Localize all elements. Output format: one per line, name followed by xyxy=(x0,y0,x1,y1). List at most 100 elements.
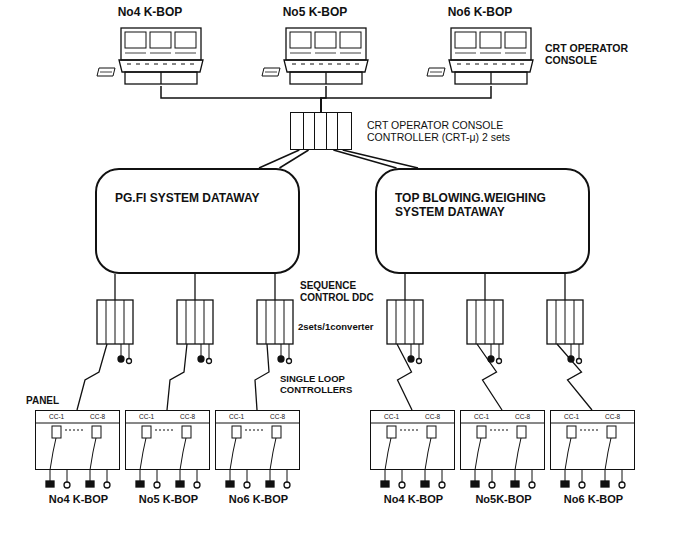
drawing-stroke xyxy=(455,53,476,54)
drawing-stroke xyxy=(281,344,282,356)
converter-name: No4 K-BOP xyxy=(26,493,131,506)
ddc-rack xyxy=(387,300,423,344)
drawing-stroke xyxy=(497,359,502,364)
drawing-stroke xyxy=(490,430,510,431)
controller-tag: CC-8 xyxy=(515,413,530,420)
drawing-stroke xyxy=(287,470,288,482)
drawing-stroke xyxy=(140,470,141,481)
single-loop-panel: No5K-BOP xyxy=(460,410,545,470)
controller-label: CRT OPERATOR CONSOLE CONTROLLER (CRT-μ) … xyxy=(367,119,542,143)
drawing-stroke xyxy=(484,64,488,65)
drawing-stroke xyxy=(266,300,267,344)
drawing-stroke xyxy=(150,32,171,48)
drawing-stroke xyxy=(163,64,167,65)
single-loop-controller xyxy=(567,426,576,438)
drawing-stroke xyxy=(286,28,366,60)
drawing-stroke xyxy=(160,72,161,84)
drawing-stroke xyxy=(230,438,236,470)
drawing-stroke xyxy=(270,438,276,470)
drawing-stroke xyxy=(266,481,274,487)
drawing-stroke xyxy=(104,482,110,488)
drawing-stroke xyxy=(485,300,486,344)
console-name: No6 K-BOP xyxy=(425,6,535,20)
controller-tag: CC-1 xyxy=(49,413,64,420)
dataway-drop xyxy=(274,274,275,300)
dataway-name: PG.FI SYSTEM DATAWAY xyxy=(115,192,280,206)
drawing-stroke xyxy=(190,64,194,65)
drawing-stroke xyxy=(172,64,176,65)
console-name: No5 K-BOP xyxy=(260,6,370,20)
drawing-stroke xyxy=(499,344,500,358)
dataway-drop xyxy=(404,274,405,300)
converter-link xyxy=(557,344,592,410)
drawing-stroke xyxy=(355,64,359,65)
dataway-loop: TOP BLOWING.WEIGHING SYSTEM DATAWAY xyxy=(375,168,590,274)
converter-link xyxy=(77,344,107,410)
drawing-stroke xyxy=(129,344,130,358)
drawing-stroke xyxy=(197,470,198,482)
annotation: SINGLE LOOP CONTROLLERS xyxy=(280,374,372,396)
drawing-stroke xyxy=(97,68,115,76)
drawing-stroke xyxy=(284,60,368,72)
controller-tag: CC-8 xyxy=(605,413,620,420)
converter-name: No5 K-BOP xyxy=(116,493,221,506)
drawing-stroke xyxy=(100,72,112,73)
drawing-stroke xyxy=(511,64,515,65)
drawing-stroke xyxy=(471,481,479,487)
drawing-stroke xyxy=(490,72,491,84)
ddc-rack xyxy=(467,300,503,344)
drawing-stroke xyxy=(315,53,336,54)
single-loop-controller xyxy=(517,426,526,438)
drawing-stroke xyxy=(154,482,160,488)
drawing-stroke xyxy=(118,356,124,362)
annotation: CRT OPERATOR CONSOLE xyxy=(545,42,665,66)
single-loop-panel: No4 K-BOP xyxy=(370,410,455,470)
drawing-stroke xyxy=(511,481,519,487)
drawing-stroke xyxy=(119,60,203,72)
drawing-stroke xyxy=(601,481,609,487)
annotation: 2sets/1converter xyxy=(298,322,374,333)
drawing-stroke xyxy=(550,423,635,424)
drawing-stroke xyxy=(505,53,526,54)
drawing-stroke xyxy=(399,482,405,488)
single-loop-controller xyxy=(427,426,436,438)
drawing-stroke xyxy=(622,470,623,482)
rack-divider xyxy=(314,113,315,149)
drawing-stroke xyxy=(180,470,181,481)
drawing-stroke xyxy=(340,53,361,54)
drawing-stroke xyxy=(502,64,506,65)
drawing-stroke xyxy=(580,430,600,431)
drawing-stroke xyxy=(67,470,68,482)
drawing-stroke xyxy=(127,64,131,65)
drawing-stroke xyxy=(125,72,197,84)
drawing-stroke xyxy=(565,300,566,344)
drawing-stroke xyxy=(532,470,533,482)
converter-name: No5K-BOP xyxy=(451,493,556,506)
drawing-stroke xyxy=(244,482,250,488)
drawing-stroke xyxy=(136,64,140,65)
controller-tag: CC-8 xyxy=(180,413,195,420)
drawing-stroke xyxy=(556,300,557,344)
drawing-stroke xyxy=(455,32,476,48)
drawing-stroke xyxy=(90,438,96,470)
drawing-stroke xyxy=(201,344,202,356)
drawing-stroke xyxy=(35,423,120,424)
drawing-stroke xyxy=(449,60,533,72)
bus-line xyxy=(321,86,491,112)
converter-link xyxy=(255,344,269,410)
drawing-stroke xyxy=(579,482,585,488)
drawing-stroke xyxy=(215,423,300,424)
single-loop-controller xyxy=(387,426,396,438)
drawing-stroke xyxy=(270,470,271,481)
single-loop-panel: No4 K-BOP xyxy=(35,410,120,470)
controller-tag: CC-1 xyxy=(229,413,244,420)
crt-operator-console: No4 K-BOP xyxy=(95,24,205,86)
drawing-stroke xyxy=(328,64,332,65)
controller-tag: CC-1 xyxy=(384,413,399,420)
console-drawing xyxy=(95,24,205,86)
drawing-stroke xyxy=(582,470,583,482)
drawing-stroke xyxy=(491,344,492,356)
drawing-stroke xyxy=(155,430,175,431)
drawing-stroke xyxy=(180,438,186,470)
drawing-stroke xyxy=(605,438,611,470)
